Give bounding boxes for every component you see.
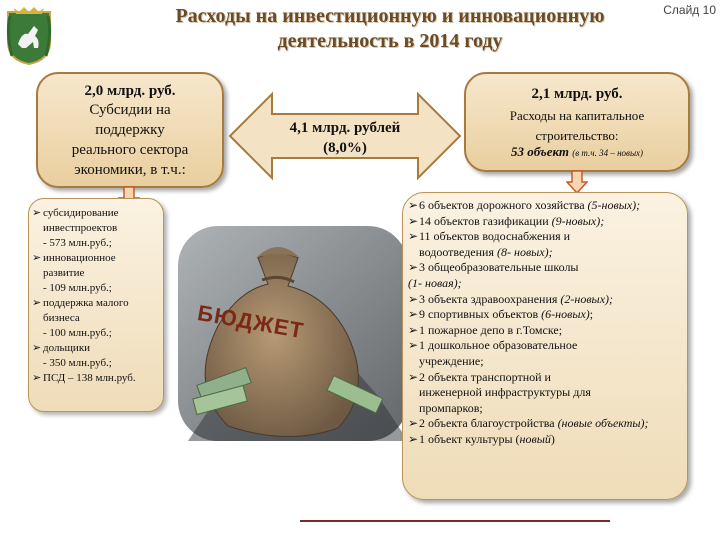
list-item: ➢6 объектов дорожного хозяйства (5-новых… bbox=[408, 198, 641, 212]
page-title: Расходы на инвестиционную и инновационну… bbox=[120, 4, 660, 54]
budget-bag-image bbox=[178, 226, 408, 441]
list-item: ➢14 объектов газификации (9-новых); bbox=[408, 213, 605, 228]
construction-objects: 53 объект (в т.ч. 34 – новых) bbox=[466, 144, 688, 161]
subsidies-line-5: экономики, в т.ч.: bbox=[74, 162, 186, 178]
construction-objects-list: ➢6 объектов дорожного хозяйства (5-новых… bbox=[408, 198, 686, 448]
bullet-arrow-icon: ➢ bbox=[408, 369, 419, 384]
subsidies-line-2: Субсидии на bbox=[89, 102, 171, 118]
construction-amount: 2,1 млрд. руб. bbox=[531, 86, 623, 102]
bullet-arrow-icon: ➢ bbox=[32, 342, 42, 354]
double-arrow-shape bbox=[228, 91, 462, 181]
subsidies-line-3: поддержку bbox=[95, 122, 165, 138]
list-item: ➢поддержка малого бизнеса - 100 млн.руб.… bbox=[32, 297, 129, 339]
slide-number: Слайд 10 bbox=[663, 3, 716, 17]
bullet-arrow-icon: ➢ bbox=[408, 260, 419, 275]
list-item: ➢1 пожарное депо в г.Томске; bbox=[408, 322, 563, 337]
bullet-arrow-icon: ➢ bbox=[408, 338, 419, 353]
bullet-arrow-icon: ➢ bbox=[32, 207, 42, 219]
coat-of-arms-icon bbox=[6, 7, 52, 66]
bullet-arrow-icon: ➢ bbox=[408, 307, 419, 322]
list-item: ➢ПСД – 138 млн.руб. bbox=[32, 372, 136, 384]
bullet-arrow-icon: ➢ bbox=[408, 431, 419, 446]
capital-construction-box: 2,1 млрд. руб. Расходы на капитальное ст… bbox=[464, 72, 690, 172]
subsidies-list-panel bbox=[28, 198, 164, 412]
bullet-arrow-icon: ➢ bbox=[32, 252, 42, 264]
list-item: ➢2 объекта транспортной и инженерной инф… bbox=[408, 369, 591, 415]
down-arrow-icon bbox=[566, 170, 588, 194]
construction-line-3: строительство: bbox=[535, 128, 619, 143]
bullet-arrow-icon: ➢ bbox=[408, 291, 419, 306]
list-item: ➢1 дошкольное образовательное учреждение… bbox=[408, 338, 578, 368]
total-spending-label: 4,1 млрд. рублей (8,0%) bbox=[262, 118, 428, 158]
list-item: ➢3 общеобразовательные школы (1- новая); bbox=[408, 260, 579, 290]
bullet-arrow-icon: ➢ bbox=[32, 372, 42, 384]
objects-count: 53 объект bbox=[510, 144, 570, 159]
list-item: ➢1 объект культуры (новый) bbox=[408, 431, 555, 446]
title-line-2: деятельность в 2014 году bbox=[277, 30, 503, 52]
objects-note: (в т.ч. 34 – новых) bbox=[572, 148, 644, 158]
bullet-arrow-icon: ➢ bbox=[408, 416, 419, 431]
total-percent: (8,0%) bbox=[323, 140, 367, 156]
title-line-1: Расходы на инвестиционную и инновационну… bbox=[175, 5, 605, 27]
list-item: ➢2 объекта благоустройства (новые объект… bbox=[408, 416, 649, 431]
list-item: ➢11 объектов водоснабжения и водоотведен… bbox=[408, 229, 571, 259]
bullet-arrow-icon: ➢ bbox=[408, 213, 419, 228]
subsidies-list: ➢субсидирование инвестпроектов - 573 млн… bbox=[32, 206, 164, 386]
list-item: ➢3 объекта здравоохранения (2-новых); bbox=[408, 291, 614, 306]
construction-line-2: Расходы на капитальное bbox=[509, 108, 645, 123]
bullet-arrow-icon: ➢ bbox=[408, 229, 419, 244]
bullet-arrow-icon: ➢ bbox=[408, 322, 419, 337]
list-item: ➢инновационное развитие - 109 млн.руб.; bbox=[32, 252, 116, 294]
subsidies-line-4: реального сектора bbox=[71, 142, 189, 158]
bullet-arrow-icon: ➢ bbox=[408, 198, 419, 212]
list-item: ➢дольщики - 350 млн.руб.; bbox=[32, 342, 112, 369]
footer-divider bbox=[300, 520, 610, 522]
list-item: ➢9 спортивных объектов (6-новых); bbox=[408, 307, 594, 322]
bullet-arrow-icon: ➢ bbox=[32, 297, 42, 309]
list-item: ➢субсидирование инвестпроектов - 573 млн… bbox=[32, 207, 119, 249]
construction-objects-panel bbox=[402, 192, 688, 500]
subsidies-box: 2,0 млрд. руб. Субсидии на поддержку реа… bbox=[36, 72, 224, 188]
total-amount: 4,1 млрд. рублей bbox=[289, 120, 401, 136]
subsidies-amount: 2,0 млрд. руб. bbox=[84, 83, 176, 99]
